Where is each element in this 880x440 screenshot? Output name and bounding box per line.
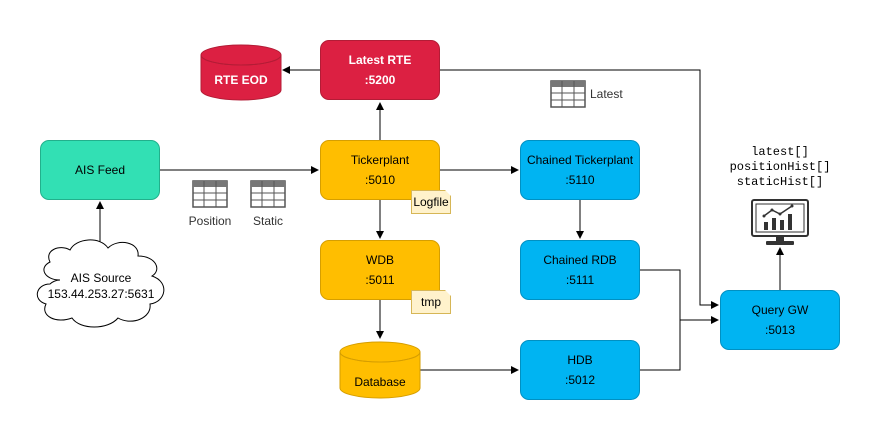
tickerplant-title: Tickerplant: [350, 153, 410, 167]
api-latest: latest[]: [751, 145, 809, 159]
rte-eod-cylinder: [200, 44, 282, 101]
hdb-title: HDB: [567, 353, 593, 367]
hdb-port: :5012: [564, 373, 596, 387]
ais-feed-node[interactable]: AIS Feed: [40, 140, 160, 200]
table-icon: [250, 180, 286, 208]
ais-source-title: AIS Source: [70, 271, 132, 285]
hdb-node[interactable]: HDB :5012: [520, 340, 640, 400]
wdb-title: WDB: [366, 253, 394, 267]
chained-rdb-title: Chained RDB: [543, 253, 617, 267]
api-position-hist: positionHist[]: [729, 160, 831, 174]
ais-source-address: 153.44.253.27:5631: [47, 287, 155, 301]
ais-feed-title: AIS Feed: [74, 163, 126, 177]
chained-tickerplant-node[interactable]: Chained Tickerplant :5110: [520, 140, 640, 200]
tickerplant-port: :5010: [364, 173, 396, 187]
static-table-label: Static: [252, 214, 283, 228]
cloud-icon: [36, 239, 165, 328]
query-gw-title: Query GW: [751, 303, 809, 317]
monitor-chart-icon: [751, 199, 809, 245]
latest-table-label: Latest: [590, 87, 623, 101]
latest-rte-node[interactable]: Latest RTE :5200: [320, 40, 440, 100]
edge-rdb-querygw: [640, 269, 719, 324]
query-gw-port: :5013: [764, 323, 796, 337]
wdb-port: :5011: [365, 273, 395, 287]
latest-rte-title: Latest RTE: [348, 53, 412, 67]
chained-rdb-node[interactable]: Chained RDB :5111: [520, 240, 640, 300]
api-static-hist: staticHist[]: [736, 175, 824, 189]
latest-rte-port: :5200: [364, 73, 396, 87]
chained-rdb-port: :5111: [565, 273, 595, 287]
query-gw-node[interactable]: Query GW :5013: [720, 290, 840, 350]
table-icon: [550, 80, 586, 108]
database-label: Database: [354, 375, 406, 389]
chained-tickerplant-title: Chained Tickerplant: [526, 153, 634, 167]
position-table-label: Position: [188, 214, 232, 228]
edge-hdb-querygw: [640, 320, 681, 371]
table-icon: [192, 180, 228, 208]
tmp-note: tmp: [411, 290, 451, 314]
api-functions: latest[] positionHist[] staticHist[]: [720, 145, 840, 190]
edge-rte-querygw: [440, 69, 719, 309]
rte-eod-label: RTE EOD: [214, 73, 268, 87]
database-cylinder: [339, 341, 421, 399]
logfile-note: Logfile: [411, 190, 451, 214]
ais-source-label: AIS Source 153.44.253.27:5631: [38, 270, 164, 302]
chained-tickerplant-port: :5110: [565, 173, 595, 187]
